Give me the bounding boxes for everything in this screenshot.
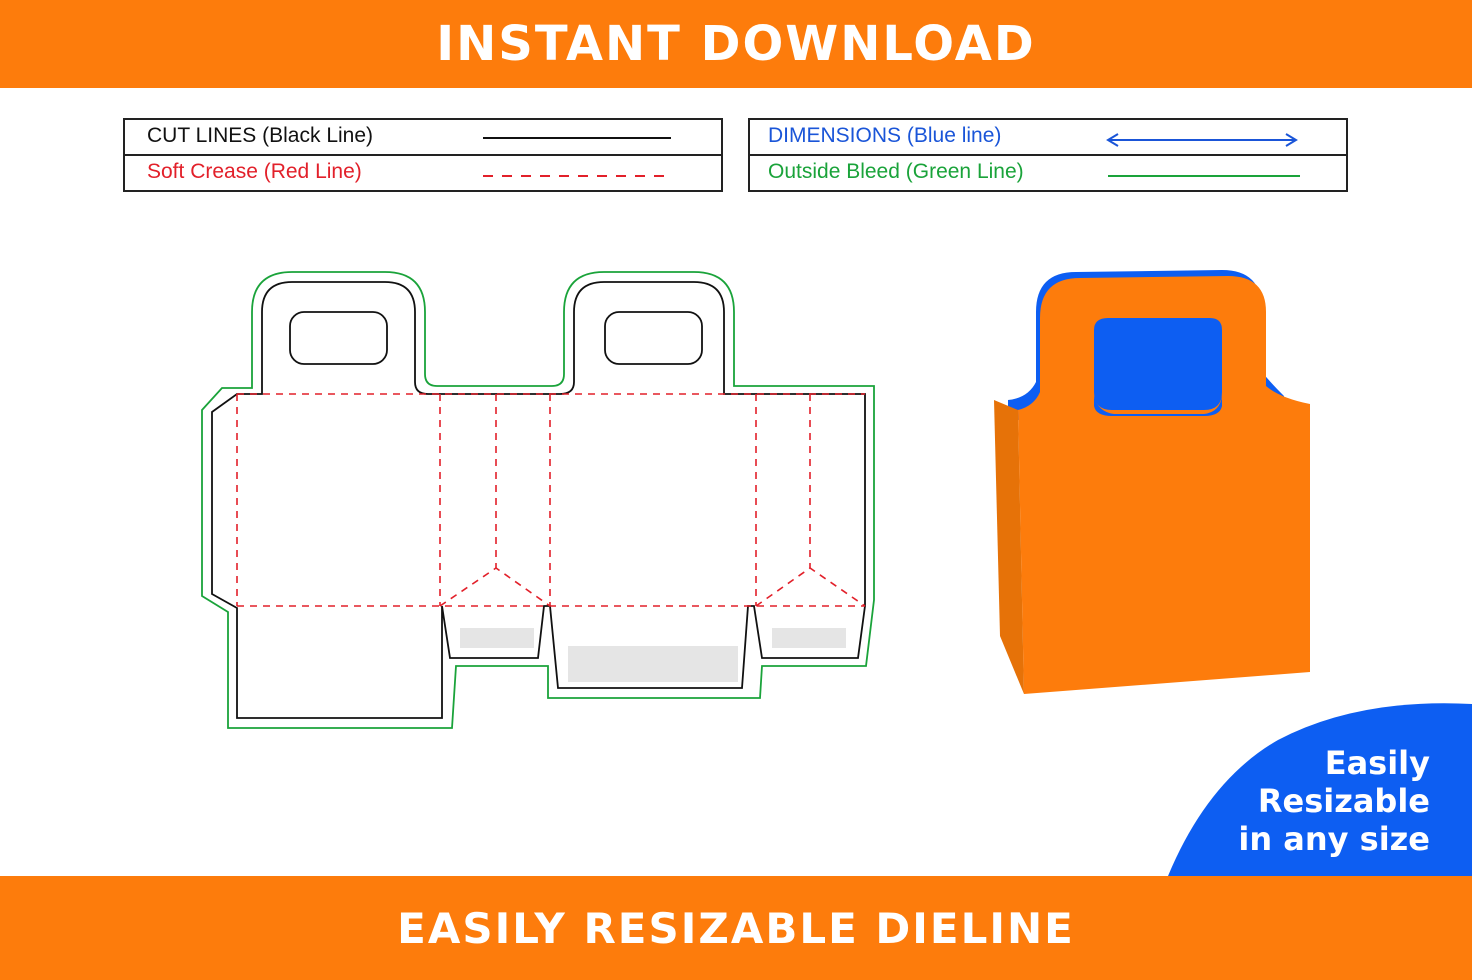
dimension-arrow-sample [1106, 133, 1298, 147]
crease-line-sample [483, 175, 671, 177]
bag-3d-mockup [994, 270, 1310, 694]
handle-hole-left [289, 311, 388, 365]
legend-label-dimensions: DIMENSIONS (Blue line) [768, 124, 1002, 147]
footer-title: EASILY RESIZABLE DIELINE [397, 903, 1075, 953]
bag-front-panel [1018, 276, 1310, 694]
glue-area-center [568, 646, 738, 682]
badge-background [1168, 703, 1472, 876]
cut-outline [211, 281, 866, 719]
bottom-banner: EASILY RESIZABLE DIELINE [0, 876, 1472, 980]
banner-title: INSTANT DOWNLOAD [436, 16, 1036, 72]
top-banner: INSTANT DOWNLOAD [0, 0, 1472, 88]
legend-row-outside-bleed: Outside Bleed (Green Line) [750, 156, 1346, 192]
legend-row-cut-lines: CUT LINES (Black Line) [125, 120, 721, 156]
badge-line-3: in any size [1238, 820, 1430, 858]
cut-line-sample [483, 137, 671, 139]
legend-box-left: CUT LINES (Black Line) Soft Crease (Red … [123, 118, 723, 192]
bag-inner-visible [1094, 396, 1222, 416]
handle-hole-right [604, 311, 703, 365]
crease-lines [236, 393, 866, 607]
resizable-badge: Easily Resizable in any size [1168, 700, 1472, 876]
legend-label-soft-crease: Soft Crease (Red Line) [147, 160, 362, 183]
legend-label-cut-lines: CUT LINES (Black Line) [147, 124, 374, 147]
dieline-drawing [201, 271, 875, 729]
legend-box-right: DIMENSIONS (Blue line) Outside Bleed (Gr… [748, 118, 1348, 192]
badge-line-2: Resizable [1257, 782, 1430, 820]
glue-area-left [460, 628, 534, 648]
badge-text: Easily Resizable in any size [1238, 744, 1430, 858]
glue-area-right [772, 628, 846, 648]
legend-row-soft-crease: Soft Crease (Red Line) [125, 156, 721, 192]
bleed-line-sample [1108, 175, 1300, 177]
bleed-outline [201, 271, 875, 729]
legend-label-outside-bleed: Outside Bleed (Green Line) [768, 160, 1024, 183]
bag-side-gusset [994, 400, 1024, 694]
legend-row-dimensions: DIMENSIONS (Blue line) [750, 120, 1346, 156]
badge-line-1: Easily [1324, 744, 1430, 782]
